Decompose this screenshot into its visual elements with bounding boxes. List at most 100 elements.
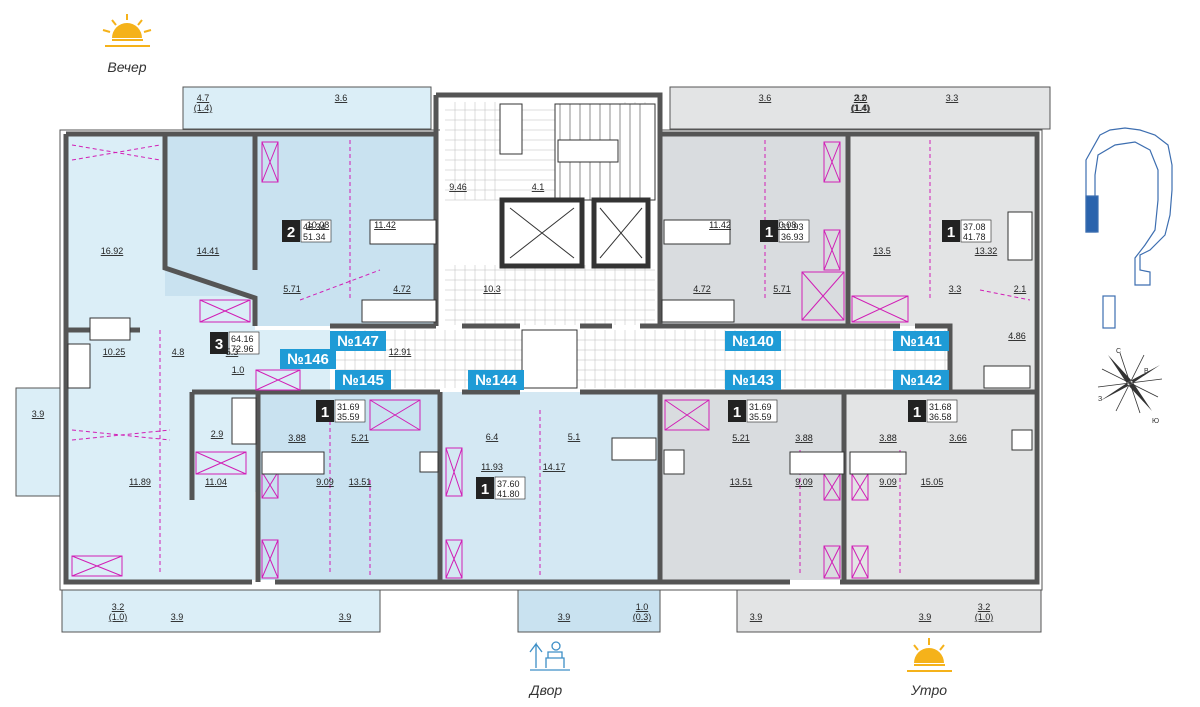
room-area-label: 3.88	[288, 433, 306, 443]
sun-icon-evening	[102, 14, 152, 47]
svg-text:№147: №147	[337, 333, 379, 350]
side-label-evening: Вечер	[107, 59, 146, 75]
room-area-label: 13.5	[873, 246, 891, 256]
room-area-label: 3.3	[946, 93, 959, 103]
svg-text:1: 1	[321, 404, 329, 421]
svg-text:72.96: 72.96	[231, 344, 254, 354]
svg-text:37.08: 37.08	[963, 222, 986, 232]
room-area-label: 3.66	[949, 433, 967, 443]
room-area-label: 2.9	[211, 429, 224, 439]
room-area-label: 1.0	[232, 365, 245, 375]
svg-text:1: 1	[765, 224, 773, 241]
bottom-balconies	[61, 589, 1042, 633]
svg-text:46.34: 46.34	[303, 222, 326, 232]
svg-text:№140: №140	[732, 333, 774, 350]
side-label-yard: Двор	[528, 682, 563, 698]
apartment-fills	[68, 95, 1034, 580]
tile-grid	[335, 102, 948, 388]
room-area-label: 14.41	[197, 246, 220, 256]
room-area-label: 4.7	[197, 93, 210, 103]
svg-text:31.69: 31.69	[749, 402, 772, 412]
compass-north: С	[1116, 348, 1121, 355]
room-area-label: (0.3)	[633, 612, 652, 622]
room-area-label: 1.0	[636, 602, 649, 612]
svg-text:37.60: 37.60	[497, 479, 520, 489]
room-area-label: 9.09	[795, 477, 813, 487]
svg-text:3: 3	[215, 336, 223, 353]
room-area-label: 10.25	[103, 347, 126, 357]
fixtures	[67, 211, 1033, 475]
svg-text:1: 1	[733, 404, 741, 421]
svg-text:41.80: 41.80	[497, 489, 520, 499]
room-area-label: 3.88	[795, 433, 813, 443]
room-area-label: 3.9	[171, 612, 184, 622]
room-area-label: 10.08	[307, 220, 330, 230]
apt-label-145: №145	[335, 370, 391, 390]
svg-text:31.93: 31.93	[781, 222, 804, 232]
room-area-label: (1.4)	[194, 103, 213, 113]
room-area-label: 11.04	[205, 477, 227, 487]
room-area-label: 5.21	[351, 433, 369, 443]
room-area-label: 5.1	[568, 432, 581, 442]
room-area-label: (1.4)	[852, 103, 871, 113]
svg-text:№141: №141	[900, 333, 942, 350]
room-area-label: 4.1	[532, 182, 545, 192]
room-area-label: 13.51	[349, 477, 372, 487]
room-area-label: 13.51	[730, 477, 753, 487]
svg-text:№145: №145	[342, 372, 384, 389]
room-area-label: (1.0)	[109, 612, 128, 622]
room-area-label: 11.89	[129, 477, 151, 487]
svg-text:1: 1	[481, 481, 489, 498]
apt-label-147: №147	[330, 331, 386, 351]
svg-text:№143: №143	[732, 372, 774, 389]
stairwell	[499, 103, 656, 389]
room-area-label: 11.42	[709, 220, 731, 230]
apt-label-143: №143	[725, 370, 781, 390]
svg-text:№142: №142	[900, 372, 942, 389]
room-area-label: 3.9	[339, 612, 352, 622]
room-area-label: (1.4)	[851, 103, 870, 113]
svg-text:41.78: 41.78	[963, 232, 986, 242]
svg-text:1: 1	[913, 404, 921, 421]
svg-text:36.93: 36.93	[781, 232, 804, 242]
room-area-label: 9.09	[879, 477, 897, 487]
room-area-label: 3.9	[32, 409, 45, 419]
svg-text:64.16: 64.16	[231, 334, 254, 344]
room-area-label: 3.2	[978, 602, 991, 612]
room-area-label: 5.71	[283, 284, 301, 294]
room-area-label: 10.08	[774, 220, 797, 230]
svg-text:51.34: 51.34	[303, 232, 326, 242]
compass-south: Ю	[1152, 418, 1159, 425]
yard-icon	[529, 641, 570, 671]
apt-label-142: №142	[893, 370, 949, 390]
room-area-label: 16.92	[101, 246, 124, 256]
svg-text:№146: №146	[287, 351, 329, 368]
building-keyplan	[1085, 127, 1173, 329]
svg-text:35.59: 35.59	[337, 412, 360, 422]
room-area-label: 4.72	[393, 284, 411, 294]
room-area-label: 9.46	[449, 182, 467, 192]
room-area-label: 4.86	[1008, 331, 1026, 341]
room-area-label: 3.0	[855, 93, 868, 103]
room-area-label: 2.1	[1014, 284, 1027, 294]
room-area-label: 3.2	[112, 602, 125, 612]
apt-label-140: №140	[725, 331, 781, 351]
compass-rose: С В З Ю	[1097, 348, 1163, 425]
room-area-label: 2.2	[854, 93, 867, 103]
top-balconies	[15, 86, 1051, 497]
apt-label-144: №144	[468, 370, 524, 390]
svg-text:1: 1	[947, 224, 955, 241]
svg-text:№144: №144	[475, 372, 517, 389]
side-label-morning: Утро	[910, 682, 947, 698]
room-area-label: 4.8	[172, 347, 185, 357]
apartment-number-labels: №147 №146 №145 №144 №140 №141 №143 №142	[280, 331, 949, 390]
room-area-label: 9.09	[316, 477, 334, 487]
